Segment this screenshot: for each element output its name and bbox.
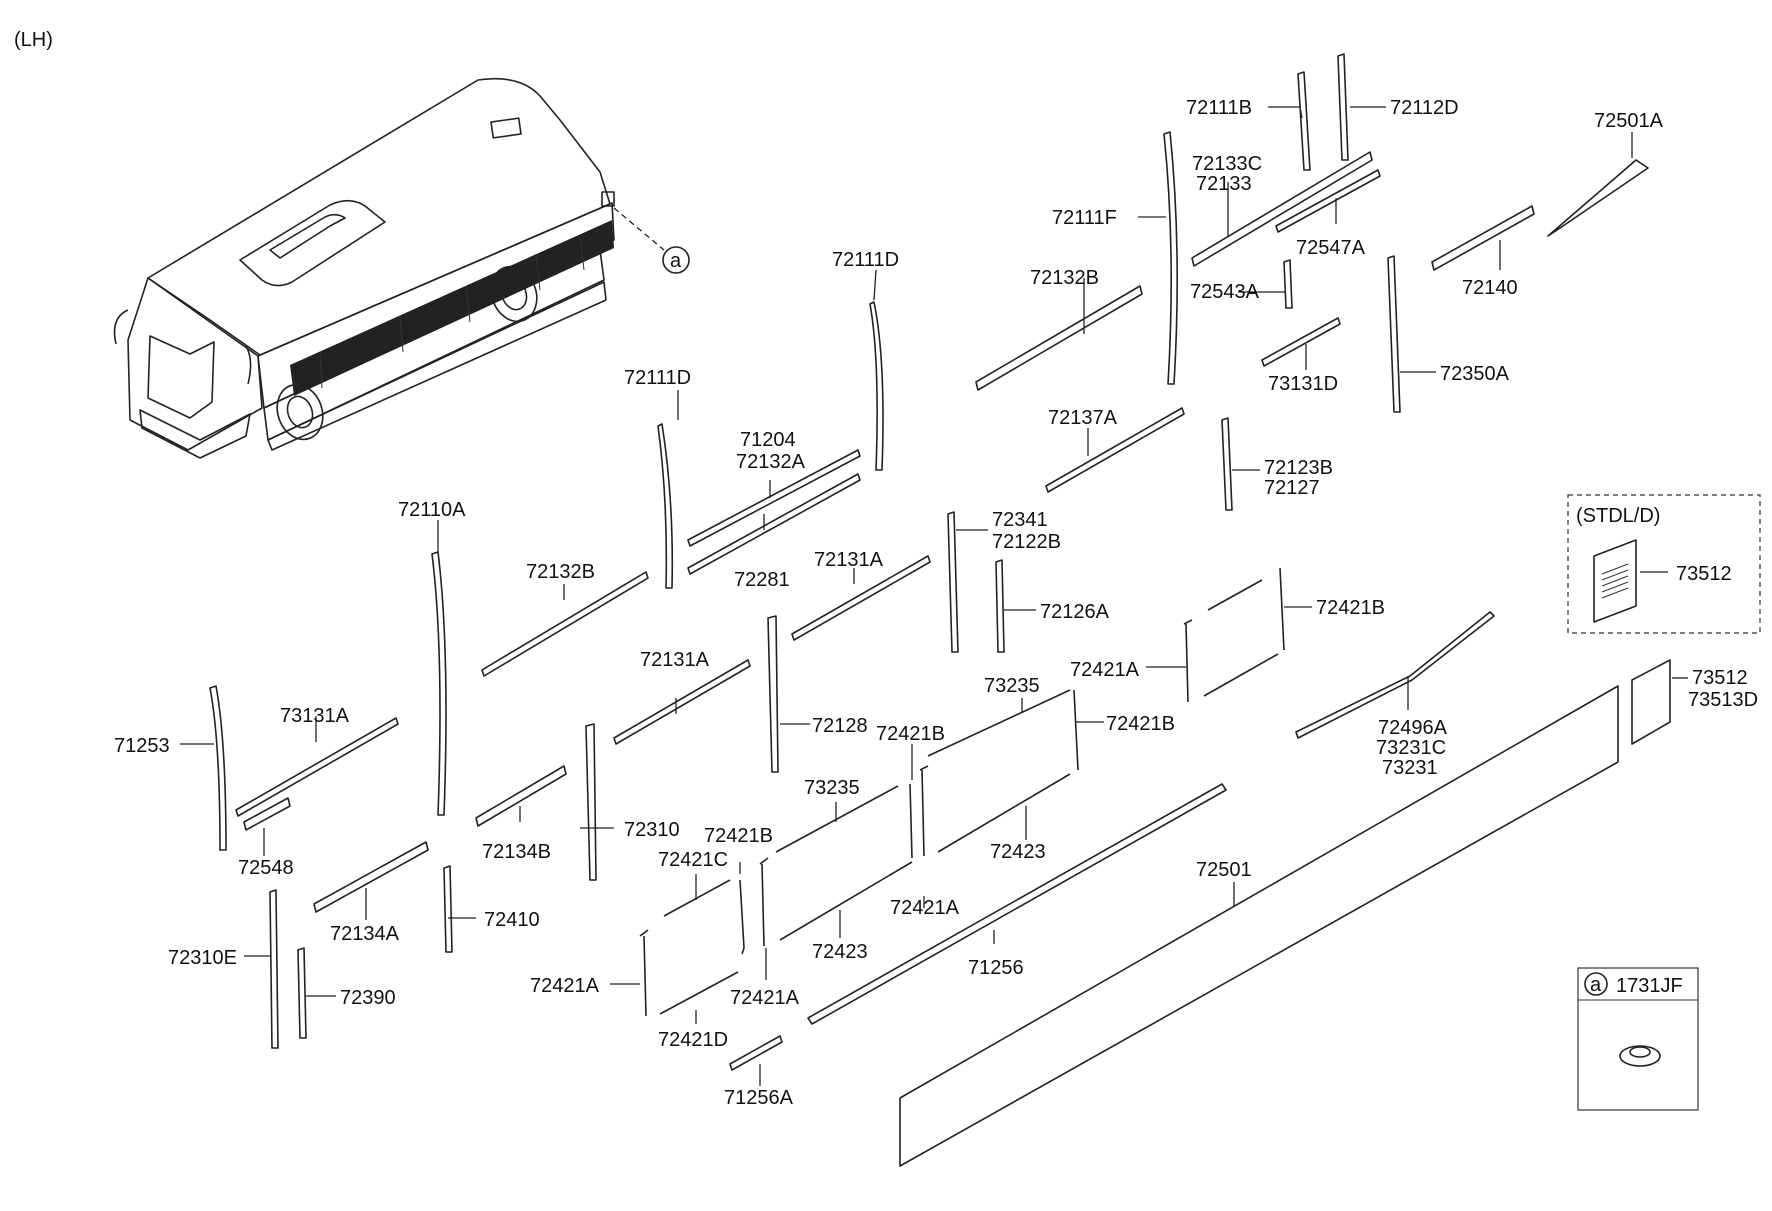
label-72547A: 72547A xyxy=(1296,237,1366,259)
label-72140: 72140 xyxy=(1462,277,1518,299)
inset-part-label: 73512 xyxy=(1676,563,1732,585)
label-72501A: 72501A xyxy=(1594,110,1664,132)
fastener-box: a 1731JF xyxy=(1577,967,1699,1111)
label-72132A: 72132A xyxy=(736,451,806,473)
label-73231: 73231 xyxy=(1382,757,1438,779)
label-73513D: 73513D xyxy=(1688,689,1758,711)
label-72421B-d: 72421B xyxy=(704,825,773,847)
label-73131A: 73131A xyxy=(280,705,350,727)
label-72112D: 72112D xyxy=(1390,97,1459,119)
label-72110A: 72110A xyxy=(398,499,466,521)
label-72423-b: 72423 xyxy=(812,941,868,963)
label-72496A: 72496A xyxy=(1378,717,1448,739)
label-72310: 72310 xyxy=(624,819,680,841)
label-72390: 72390 xyxy=(340,987,396,1009)
label-72421C: 72421C xyxy=(658,849,728,871)
leader-lines xyxy=(180,106,1688,1086)
inset-title: (STDL/D) xyxy=(1576,505,1660,527)
label-72548: 72548 xyxy=(238,857,294,879)
label-71253: 71253 xyxy=(114,735,170,757)
label-71204: 71204 xyxy=(740,429,796,451)
label-72111D-b: 72111D xyxy=(624,367,691,389)
label-72421B-b: 72421B xyxy=(1106,713,1175,735)
label-73235-a: 73235 xyxy=(984,675,1040,697)
label-72501: 72501 xyxy=(1196,859,1252,881)
label-72131A-a: 72131A xyxy=(814,549,884,571)
label-72410: 72410 xyxy=(484,909,540,931)
label-72111D-a: 72111D xyxy=(832,249,899,271)
label-73231C: 73231C xyxy=(1376,737,1446,759)
label-73235-b: 73235 xyxy=(804,777,860,799)
bus-illustration: a xyxy=(113,77,690,459)
label-72132B-top: 72132B xyxy=(1030,267,1099,289)
label-72111B: 72111B xyxy=(1186,97,1252,119)
label-73512-b: 73512 xyxy=(1692,667,1748,689)
fastener-callout-letter: a xyxy=(1590,974,1602,996)
label-71256A: 71256A xyxy=(724,1087,794,1109)
label-72281: 72281 xyxy=(734,569,790,591)
part-labels: 72111B 72112D 72501A 72133C 72133 72111F… xyxy=(114,97,1758,1109)
label-72421B-c: 72421B xyxy=(876,723,945,745)
label-73131D: 73131D xyxy=(1268,373,1338,395)
callout-a-letter: a xyxy=(670,250,682,272)
label-72111F: 72111F xyxy=(1052,207,1117,229)
label-72122B: 72122B xyxy=(992,531,1061,553)
label-72421B-a: 72421B xyxy=(1316,597,1385,619)
fastener-part-label: 1731JF xyxy=(1616,975,1683,997)
label-72421A-c: 72421A xyxy=(730,987,800,1009)
label-72543A: 72543A xyxy=(1190,281,1260,303)
label-72134A: 72134A xyxy=(330,923,400,945)
label-72131A-b: 72131A xyxy=(640,649,710,671)
label-72350A: 72350A xyxy=(1440,363,1510,385)
label-72133: 72133 xyxy=(1196,173,1252,195)
label-72310E: 72310E xyxy=(168,947,237,969)
inset-stdl-box: (STDL/D) 73512 xyxy=(1567,494,1761,634)
label-72133C: 72133C xyxy=(1192,153,1262,175)
label-72128: 72128 xyxy=(812,715,868,737)
label-72421A-b: 72421A xyxy=(890,897,960,919)
label-72423-a: 72423 xyxy=(990,841,1046,863)
label-72137A: 72137A xyxy=(1048,407,1118,429)
parts-shapes xyxy=(209,53,1671,1167)
label-72421A-d: 72421A xyxy=(530,975,600,997)
label-72132B-mid: 72132B xyxy=(526,561,595,583)
label-72123B: 72123B xyxy=(1264,457,1333,479)
label-72421D: 72421D xyxy=(658,1029,728,1051)
label-71256: 71256 xyxy=(968,957,1024,979)
variant-label: (LH) xyxy=(14,29,53,51)
label-72134B: 72134B xyxy=(482,841,551,863)
label-72127: 72127 xyxy=(1264,477,1320,499)
label-72341: 72341 xyxy=(992,509,1048,531)
label-72421A-a: 72421A xyxy=(1070,659,1140,681)
label-72126A: 72126A xyxy=(1040,601,1110,623)
